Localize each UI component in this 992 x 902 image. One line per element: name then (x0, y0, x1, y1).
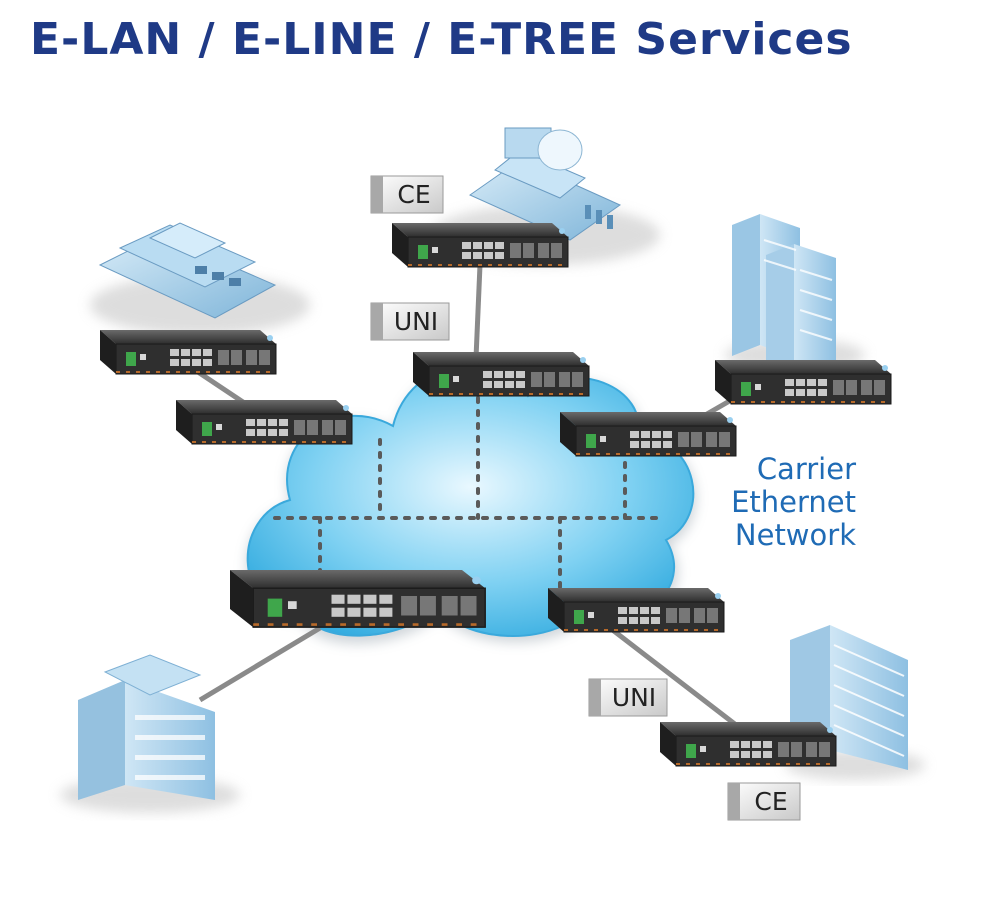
tag-uni-bottom-text: UNI (612, 683, 656, 712)
network-label-line-3: Network (735, 518, 856, 552)
switch-right-outer-icon (714, 359, 892, 405)
building-bottom-left-icon (60, 654, 240, 813)
tag-uni-top-text: UNI (394, 307, 438, 336)
switch-bottom-left-icon (228, 568, 487, 629)
tag-ce-bottom-text: CE (754, 787, 787, 816)
network-label-line-1: Carrier (757, 452, 856, 486)
tag-ce-top: CE (370, 175, 444, 214)
tag-uni-bottom: UNI (588, 678, 668, 717)
switch-right-inner-icon (559, 411, 737, 457)
network-label: Carrier Ethernet Network (731, 452, 856, 552)
diagram-title: E-LAN / E-LINE / E-TREE Services (30, 14, 853, 65)
switch-left-outer-icon (99, 329, 277, 375)
network-label-line-2: Ethernet (731, 485, 856, 519)
tag-uni-top: UNI (370, 302, 450, 341)
building-top-left-icon (90, 222, 310, 335)
switch-ce-bottom-icon (659, 721, 837, 767)
tag-ce-bottom: CE (727, 782, 801, 821)
switch-bottom-right-icon (547, 587, 725, 633)
switch-ce-top-icon (391, 222, 569, 268)
switch-top-center-icon (412, 351, 590, 397)
tag-ce-top-text: CE (397, 180, 430, 209)
switch-left-inner-icon (175, 399, 353, 445)
